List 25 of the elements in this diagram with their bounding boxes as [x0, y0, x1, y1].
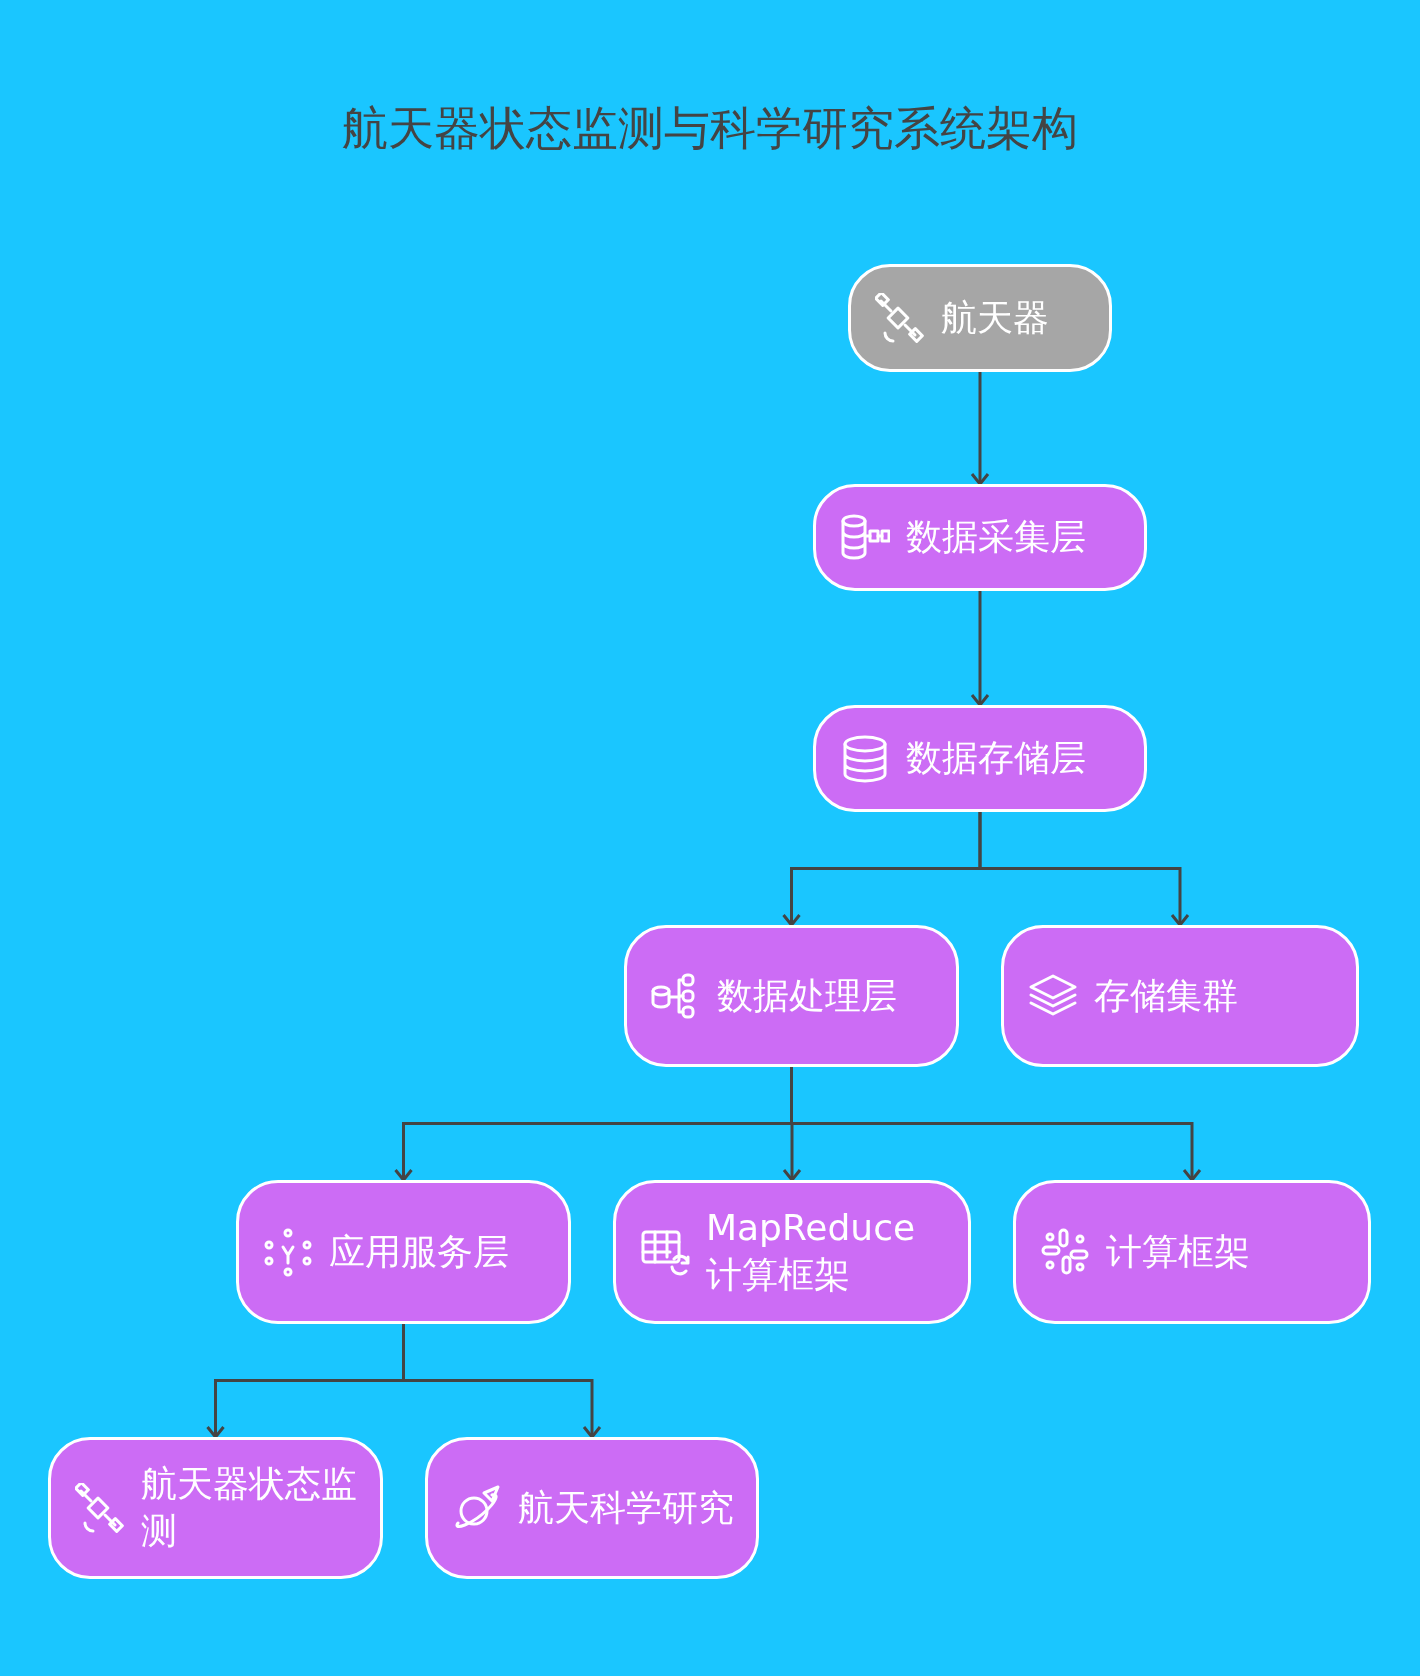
arrow	[970, 591, 990, 707]
source-box	[848, 264, 1112, 372]
node-label: 数据处理层	[717, 973, 897, 1018]
arrow	[970, 372, 990, 486]
layer-box	[613, 1180, 971, 1324]
node-label: 数据采集层	[906, 515, 1086, 560]
diagram-title: 航天器状态监测与科学研究系统架构	[341, 100, 1079, 157]
layer-box	[624, 925, 959, 1067]
layer-box	[1001, 925, 1359, 1067]
layer-box	[1013, 1180, 1371, 1324]
layer-box	[236, 1180, 571, 1324]
node-label: 应用服务层	[329, 1229, 509, 1274]
node-label: 航天科学研究	[518, 1485, 734, 1530]
node-label: 数据存储层	[906, 736, 1086, 781]
arrow	[790, 1067, 1202, 1182]
layer-box	[48, 1437, 383, 1579]
layer-box	[813, 484, 1147, 591]
node-label: 航天器状态监测	[141, 1462, 358, 1553]
node-label: 存储集群	[1094, 973, 1238, 1018]
layer-box	[813, 705, 1147, 812]
layer-box	[425, 1437, 759, 1579]
node-label: MapReduce计算框架	[706, 1206, 917, 1297]
node-label: 航天器	[941, 295, 1049, 340]
node-label: 计算框架	[1106, 1229, 1250, 1274]
arrow	[978, 812, 1190, 927]
